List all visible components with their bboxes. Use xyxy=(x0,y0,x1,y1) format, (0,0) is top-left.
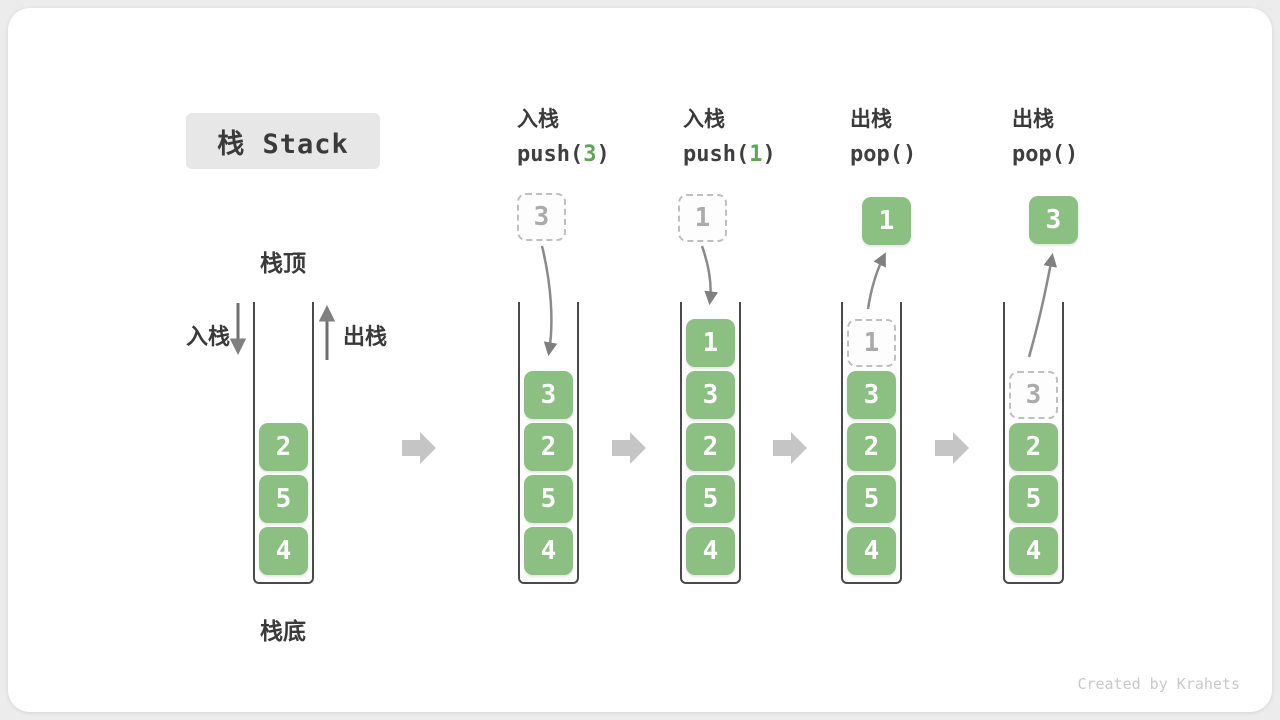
credit-text: Created by Krahets xyxy=(1077,675,1240,693)
stack-cell: 4 xyxy=(259,527,308,575)
stage-header-cn: 出栈 xyxy=(1012,108,1054,131)
stack-cell: 5 xyxy=(686,475,735,523)
stack-cell: 3 xyxy=(686,371,735,419)
stack-cell: 2 xyxy=(524,423,573,471)
stage-header-push-3: 入栈 push(3) xyxy=(517,106,610,170)
stack-cell: 5 xyxy=(524,475,573,523)
stage-header-pop-3: 出栈 pop() xyxy=(1012,106,1078,170)
stack-cell: 5 xyxy=(847,475,896,523)
stack-cell: 2 xyxy=(259,423,308,471)
stack-cell: 2 xyxy=(686,423,735,471)
stack-cell: 5 xyxy=(259,475,308,523)
stack-container-1 xyxy=(253,302,314,584)
pending-push-box: 3 xyxy=(517,193,566,241)
stack-cell: 2 xyxy=(1009,423,1058,471)
stack-cell: 4 xyxy=(524,527,573,575)
popped-box: 3 xyxy=(1029,196,1078,244)
stage-header-code: push(3) xyxy=(517,142,610,167)
stack-cell: 4 xyxy=(1009,527,1058,575)
stack-cell: 2 xyxy=(847,423,896,471)
diagram-title: 栈 Stack xyxy=(217,128,349,160)
stack-cell: 4 xyxy=(686,527,735,575)
stack-cell: 5 xyxy=(1009,475,1058,523)
stage-header-code: pop() xyxy=(850,142,917,167)
stage-header-cn: 入栈 xyxy=(517,108,559,131)
stack-cell: 3 xyxy=(524,371,573,419)
stack-bottom-label: 栈底 xyxy=(260,618,306,644)
stack-cell: 1 xyxy=(686,319,735,367)
diagram-title-box: 栈 Stack xyxy=(186,113,380,169)
pop-direction-label: 出栈 xyxy=(343,324,388,349)
stack-cell-ghost: 1 xyxy=(847,319,896,367)
stage-header-cn: 入栈 xyxy=(683,108,725,131)
stage-header-code: pop() xyxy=(1012,142,1079,167)
stack-container-2 xyxy=(518,302,579,584)
stack-container-4 xyxy=(841,302,902,584)
stack-container-3 xyxy=(680,302,741,584)
popped-box: 1 xyxy=(862,197,911,245)
push-direction-label: 入栈 xyxy=(185,324,230,349)
stage-header-cn: 出栈 xyxy=(850,108,892,131)
pending-push-box: 1 xyxy=(678,194,727,242)
stack-cell-ghost: 3 xyxy=(1009,371,1058,419)
stage-header-pop-1: 出栈 pop() xyxy=(850,106,916,170)
stack-container-5 xyxy=(1003,302,1064,584)
stage-header-push-1: 入栈 push(1) xyxy=(683,106,776,170)
stack-cell: 3 xyxy=(847,371,896,419)
stage-header-code: push(1) xyxy=(683,142,776,167)
stack-cell: 4 xyxy=(847,527,896,575)
stack-top-label: 栈顶 xyxy=(260,250,306,276)
